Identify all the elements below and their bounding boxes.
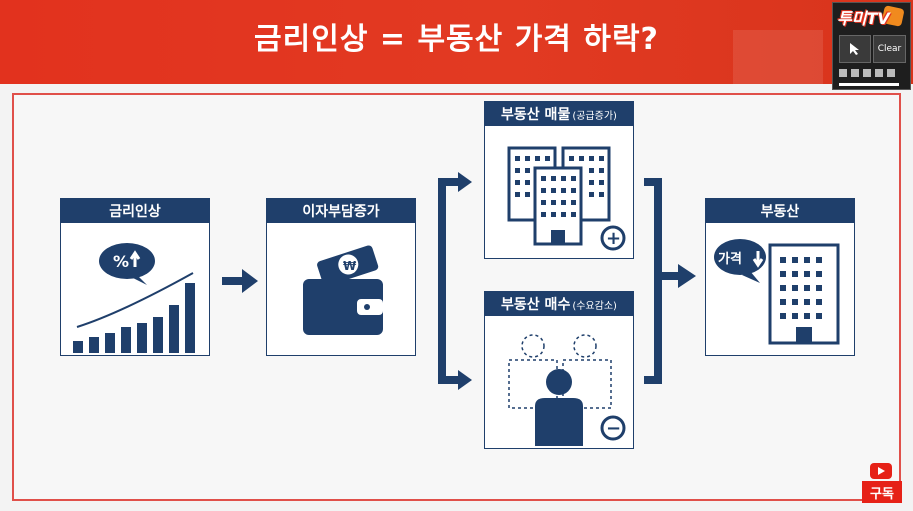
subscribe-label: 구독 [862, 481, 902, 503]
plus-icon [600, 225, 626, 251]
card-real-estate: 부동산 가격 [705, 198, 855, 356]
buildings-icon: + [507, 146, 626, 251]
demand-subtitle: (수요감소) [572, 300, 617, 312]
card-property-demand: 부동산 매수 (수요감소) − [484, 291, 634, 449]
eraser-tool-icon[interactable] [863, 69, 871, 77]
card-property-supply: 부동산 매물 (공급증가) + [484, 101, 634, 259]
arrow-right-icon [222, 269, 258, 293]
branch-bracket-arrows [438, 172, 472, 390]
slide-title: 금리인상 = 부동산 가격 하락? [254, 22, 659, 57]
demand-title: 부동산 매수 [501, 297, 571, 313]
cursor-tool-button[interactable] [839, 35, 871, 63]
card-interest-burden-title: 이자부담증가 [267, 199, 415, 223]
wallet-icon: ₩ [303, 245, 383, 335]
card-interest-burden: 이자부담증가 ₩ [266, 198, 416, 356]
down-arrow-icon [752, 251, 764, 268]
won-symbol: ₩ [343, 259, 357, 273]
card-rate-hike: 금리인상 % [60, 198, 210, 356]
minus-icon [600, 415, 626, 441]
card-property-demand-title: 부동산 매수 (수요감소) [485, 292, 633, 316]
channel-logo: 투미TV [837, 9, 890, 28]
stream-overlay-panel[interactable]: 투미TV Clear [832, 2, 911, 90]
up-arrow-icon [129, 250, 141, 267]
card-rate-hike-title: 금리인상 [61, 199, 209, 223]
card-property-supply-title: 부동산 매물 (공급증가) [485, 102, 633, 126]
pen-tool-icon[interactable] [839, 69, 847, 77]
overlay-progress-bar [839, 83, 899, 86]
svg-text:−: − [606, 418, 621, 439]
price-bubble: 가격 [718, 252, 742, 267]
youtube-play-icon [870, 463, 892, 479]
subscribe-button[interactable]: 구독 [862, 463, 902, 505]
price-down-building-icon: 가격 [714, 239, 840, 345]
text-tool-icon[interactable] [875, 69, 883, 77]
svg-text:+: + [606, 228, 621, 249]
supply-title: 부동산 매물 [501, 107, 571, 123]
highlighter-tool-icon[interactable] [851, 69, 859, 77]
drawing-toolbar[interactable] [839, 69, 905, 79]
camera-tool-icon[interactable] [887, 69, 895, 77]
banner-building-decoration [733, 30, 823, 84]
clear-button[interactable]: Clear [873, 35, 906, 63]
cursor-icon [850, 43, 859, 55]
percent-badge: % [113, 252, 129, 271]
supply-subtitle: (공급증가) [572, 110, 617, 122]
rising-bar-chart-icon: % [73, 243, 195, 353]
title-banner: 금리인상 = 부동산 가격 하락? [0, 0, 913, 84]
merge-bracket-arrow [644, 178, 696, 384]
buyers-decreasing-icon: − [508, 334, 626, 446]
card-real-estate-title: 부동산 [706, 199, 854, 223]
